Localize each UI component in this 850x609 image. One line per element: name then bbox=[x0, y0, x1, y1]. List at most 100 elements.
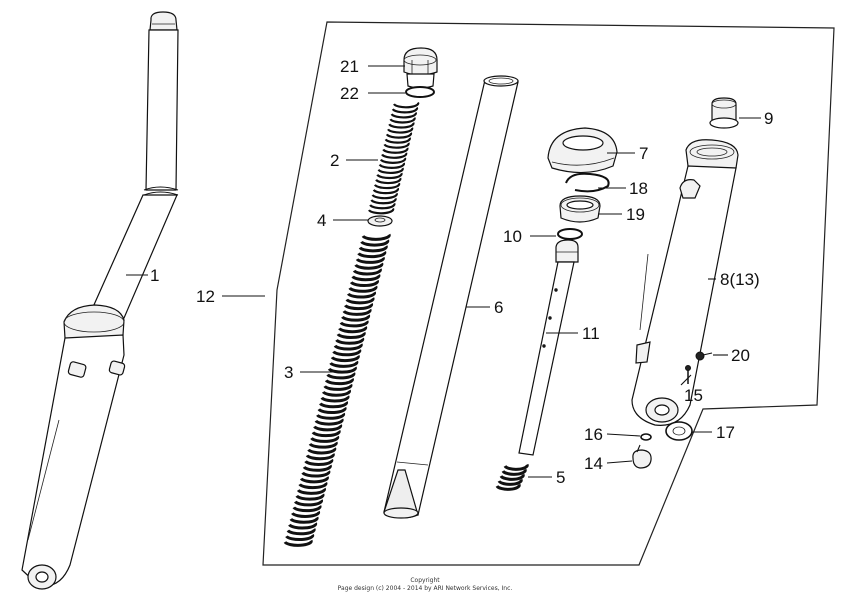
part-18-circlip bbox=[565, 172, 610, 193]
spring-coil bbox=[351, 274, 381, 282]
spring-coil bbox=[361, 233, 391, 241]
part-21-fork-bolt bbox=[403, 47, 438, 89]
callout-2: 2 bbox=[330, 151, 339, 170]
spring-coil bbox=[375, 177, 402, 185]
callout-10: 10 bbox=[503, 227, 522, 246]
spring-coil bbox=[296, 487, 326, 495]
spring-coil bbox=[342, 308, 372, 316]
spring-coil bbox=[286, 528, 316, 536]
spring-coil bbox=[294, 499, 324, 507]
spring-coil bbox=[285, 533, 315, 542]
assembly-12-boundary bbox=[262, 21, 835, 566]
callout-17: 17 bbox=[716, 423, 735, 442]
spring-coil bbox=[348, 285, 378, 293]
spring-coil bbox=[299, 476, 329, 484]
part-17-gasket bbox=[665, 421, 693, 441]
spring-coil bbox=[388, 122, 415, 129]
spring-coil bbox=[369, 202, 396, 210]
callout-21: 21 bbox=[340, 57, 359, 76]
callout-16: 16 bbox=[584, 425, 603, 444]
spring-coil bbox=[344, 303, 374, 311]
spring-coil bbox=[316, 412, 346, 420]
callout-20: 20 bbox=[731, 346, 750, 365]
spring-coil bbox=[370, 197, 397, 205]
callout-15: 15 bbox=[684, 386, 703, 405]
spring-coil bbox=[310, 435, 340, 443]
callout-11: 11 bbox=[582, 324, 600, 343]
part-7-dust-seal bbox=[547, 127, 618, 174]
spring-coil bbox=[360, 239, 390, 247]
spring-coil bbox=[373, 182, 401, 190]
part-2-upper-spring bbox=[368, 101, 420, 215]
part-20-bolt bbox=[695, 351, 713, 361]
spring-coil bbox=[311, 430, 341, 438]
spring-coil bbox=[324, 378, 354, 386]
spring-coil bbox=[389, 117, 416, 124]
part-22-o-ring bbox=[405, 86, 435, 98]
spring-coil bbox=[347, 291, 376, 299]
spring-coil bbox=[326, 372, 356, 380]
spring-coil bbox=[355, 256, 385, 264]
callout-5: 5 bbox=[556, 468, 565, 487]
spring-coil bbox=[391, 107, 419, 114]
spring-coil bbox=[330, 354, 360, 363]
spring-coil bbox=[317, 406, 347, 415]
spring-coil bbox=[377, 167, 404, 175]
spring-coil bbox=[308, 441, 338, 449]
part-10-backup-ring bbox=[557, 228, 583, 240]
spring-coil bbox=[319, 401, 349, 409]
callout-3: 3 bbox=[284, 363, 293, 382]
spring-coil bbox=[379, 157, 407, 164]
part-11-damper-rod bbox=[518, 239, 579, 456]
spring-coil bbox=[384, 137, 411, 144]
spring-coil bbox=[383, 142, 410, 149]
callout-9: 9 bbox=[764, 109, 773, 128]
spring-coil bbox=[304, 458, 334, 466]
copyright-line-2: Page design (c) 2004 - 2014 by ARI Netwo… bbox=[338, 585, 513, 592]
spring-coil bbox=[495, 483, 521, 491]
spring-coil bbox=[501, 468, 527, 476]
spring-coil bbox=[333, 343, 363, 351]
spring-coil bbox=[357, 251, 387, 259]
callout-6: 6 bbox=[494, 298, 503, 317]
spring-coil bbox=[336, 331, 366, 339]
spring-coil bbox=[371, 192, 398, 200]
spring-coil bbox=[497, 478, 523, 486]
spring-coil bbox=[345, 297, 375, 305]
spring-coil bbox=[393, 101, 420, 109]
spring-coil bbox=[321, 389, 351, 397]
callout-12: 12 bbox=[196, 287, 215, 306]
spring-coil bbox=[387, 127, 414, 134]
spring-coil bbox=[288, 522, 318, 530]
spring-coil bbox=[378, 162, 405, 169]
copyright-line-1: Copyright bbox=[410, 577, 440, 584]
part-4-spring-seat bbox=[367, 215, 393, 227]
spring-coil bbox=[307, 447, 337, 455]
spring-coil bbox=[314, 418, 344, 426]
spring-coil bbox=[302, 464, 332, 472]
spring-coil bbox=[305, 453, 335, 461]
part-8-fork-slider bbox=[631, 139, 739, 426]
spring-coil bbox=[323, 383, 353, 391]
spring-coil bbox=[339, 320, 369, 328]
spring-coil bbox=[291, 510, 321, 518]
spring-coil bbox=[352, 268, 382, 276]
spring-coil bbox=[385, 132, 413, 139]
leader-lines bbox=[126, 65, 761, 478]
part-3-main-spring bbox=[283, 233, 391, 547]
spring-coil bbox=[327, 366, 357, 374]
spring-coil bbox=[382, 147, 409, 154]
spring-coil bbox=[349, 279, 379, 288]
part-5-rebound-spring bbox=[495, 463, 529, 491]
callout-4: 4 bbox=[317, 211, 326, 230]
part-9-plug bbox=[709, 97, 739, 129]
callout-8: 8(13) bbox=[720, 270, 760, 289]
callout-1: 1 bbox=[150, 266, 159, 285]
callout-18: 18 bbox=[629, 179, 648, 198]
spring-coil bbox=[341, 314, 371, 322]
spring-coil bbox=[390, 112, 417, 119]
spring-coil bbox=[358, 245, 388, 253]
spring-coil bbox=[381, 152, 408, 159]
spring-coil bbox=[283, 539, 313, 547]
